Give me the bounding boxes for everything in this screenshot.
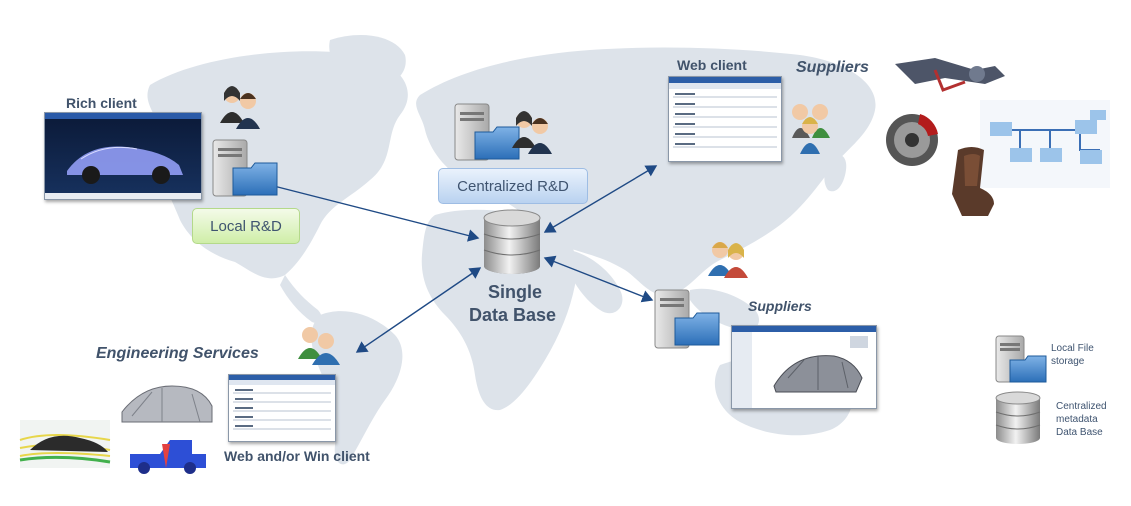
japan — [824, 154, 847, 192]
legend-central-db-line3: Data Base — [1056, 427, 1103, 438]
engineering-client-screenshot — [228, 374, 336, 442]
people-icon — [792, 104, 830, 154]
greenland — [329, 35, 406, 89]
people-icon — [298, 327, 340, 365]
web-win-client-label: Web and/or Win client — [224, 448, 370, 464]
car-render — [67, 146, 183, 184]
legend-local-file-text: Local File storage — [1051, 342, 1094, 368]
arrow-local-rd — [260, 179, 480, 242]
server-folder-icon — [454, 103, 520, 161]
connector-arrows — [260, 165, 658, 353]
cfd-car-image — [19, 420, 111, 468]
rich-client-label: Rich client — [66, 95, 137, 111]
supplier-viewer-screenshot — [731, 325, 877, 409]
server-folder-icon — [654, 289, 720, 349]
single-database-icon — [483, 209, 541, 274]
car-body-frame-image — [121, 385, 213, 423]
engineering-services-label: Engineering Services — [96, 345, 259, 362]
chassis-part-image — [895, 58, 1005, 92]
web-client-screenshot — [668, 76, 782, 162]
legend-server-folder-icon — [995, 335, 1047, 383]
legend-central-db-text: Centralized metadata Data Base — [1056, 400, 1107, 439]
people-icon — [512, 111, 552, 154]
centralized-rd-label: Centralized R&D — [457, 177, 569, 195]
legend-local-file-line2: storage — [1051, 356, 1085, 367]
local-rd-label: Local R&D — [210, 217, 282, 235]
arrow-web-client — [543, 165, 658, 233]
arrow-suppliers — [543, 255, 654, 303]
web-win-grid — [229, 375, 335, 430]
single-database-label-line1: Single — [488, 282, 543, 302]
single-database-label-line2: Data Base — [469, 305, 557, 325]
web-client-label: Web client — [677, 57, 747, 73]
centralized-rd-box: Centralized R&D — [438, 168, 588, 204]
truck-fem-image — [130, 440, 206, 474]
legend-database-icon — [995, 391, 1041, 444]
local-rd-box: Local R&D — [192, 208, 300, 244]
car-seat-image — [952, 147, 994, 216]
server-folder-icon — [212, 139, 278, 197]
car-frame-render — [732, 326, 876, 408]
rich-client-screenshot — [44, 112, 202, 200]
suppliers-mid-label: Suppliers — [748, 298, 812, 314]
arrow-engineering — [355, 267, 482, 353]
legend-central-db-line2: metadata — [1056, 414, 1098, 425]
southeast-asia — [690, 288, 760, 332]
web-grid — [669, 77, 781, 148]
people-icon — [220, 86, 260, 129]
suppliers-top-label: Suppliers — [796, 59, 869, 76]
legend-central-db-line1: Centralized — [1056, 401, 1107, 412]
brake-disc-image — [886, 114, 938, 166]
central-america — [280, 275, 322, 324]
people-icon — [708, 242, 748, 278]
supplier-structure-diagram — [980, 100, 1110, 188]
legend-local-file-line1: Local File — [1051, 343, 1094, 354]
